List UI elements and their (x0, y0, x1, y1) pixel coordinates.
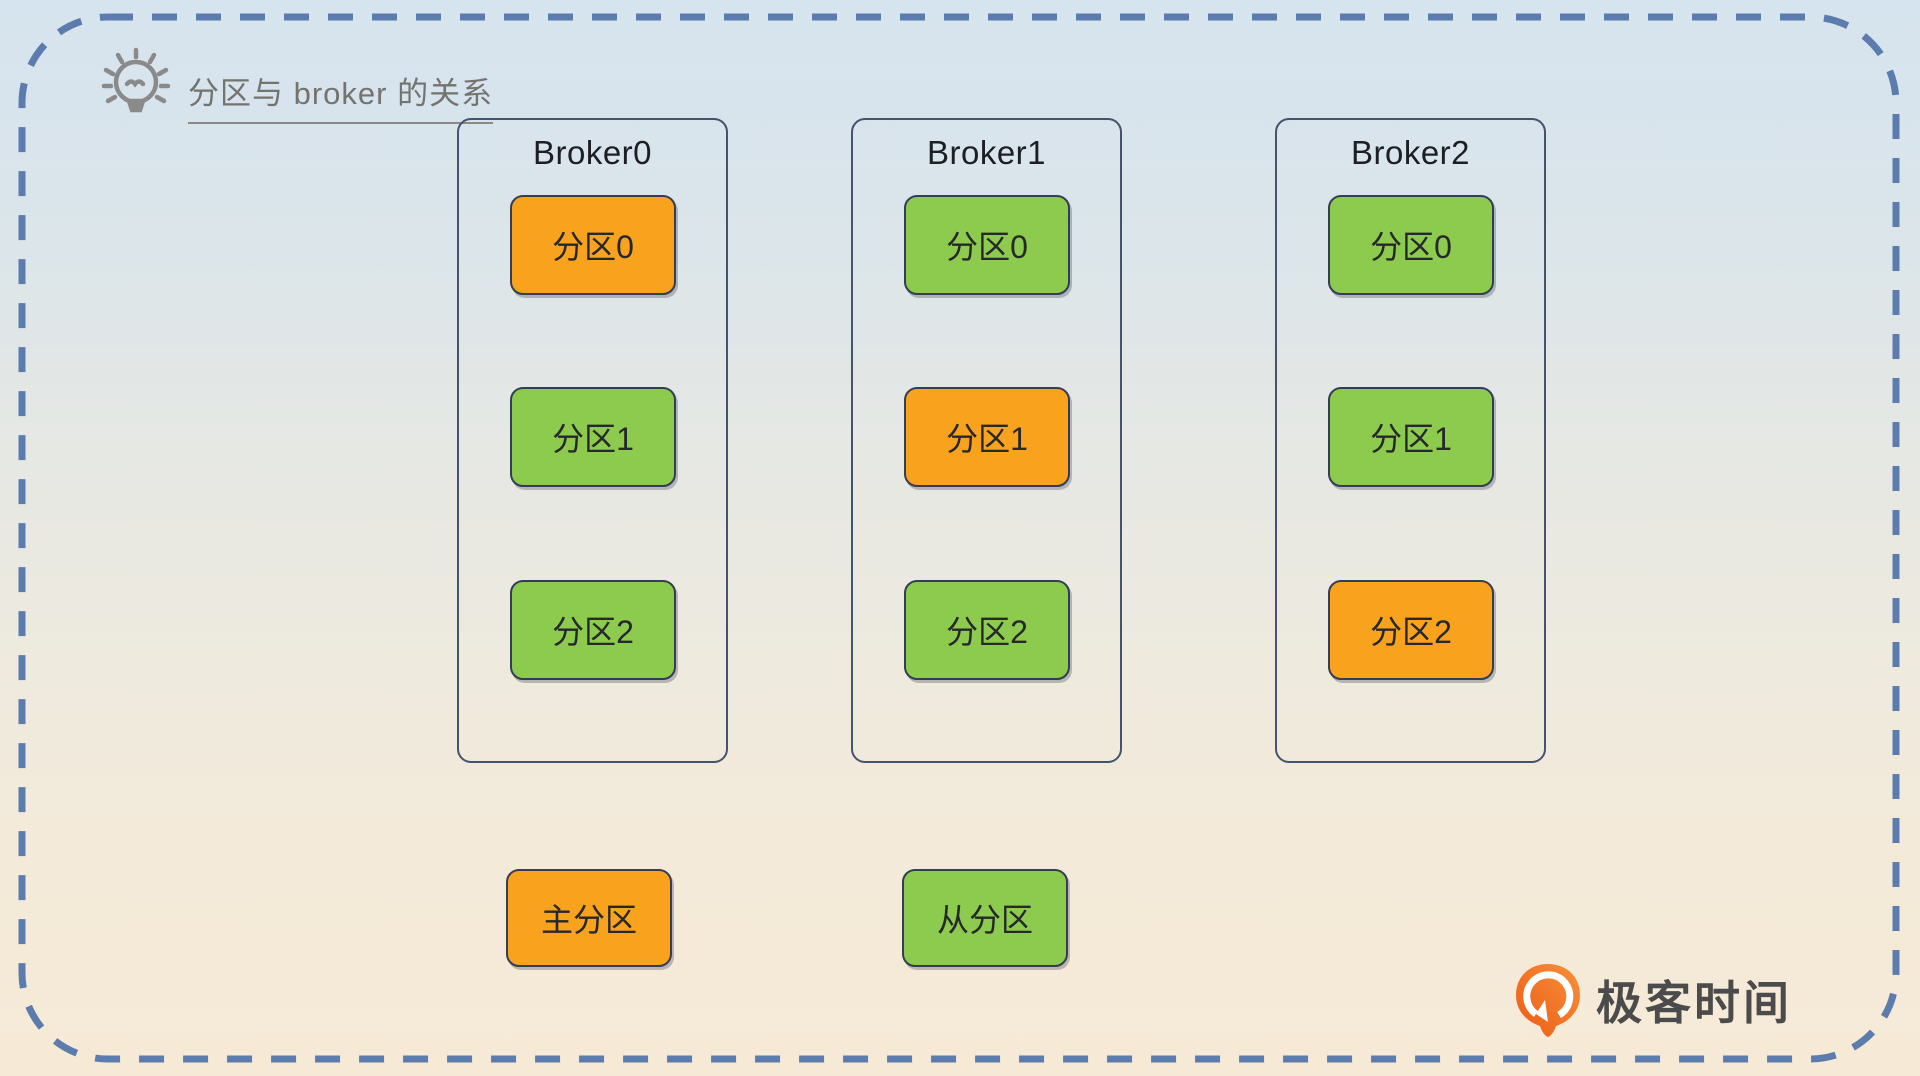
lightbulb-icon (101, 47, 171, 113)
legend-leader-partition: 主分区 (506, 869, 672, 967)
partition-box: 分区0 (1328, 195, 1494, 295)
broker-box-1: Broker1 分区0 分区1 分区2 (851, 118, 1122, 763)
page-title: 分区与 broker 的关系 (188, 68, 494, 124)
partition-box: 分区1 (510, 387, 676, 487)
broker-title: Broker1 (926, 134, 1047, 171)
broker-box-2: Broker2 分区0 分区1 分区2 (1275, 118, 1546, 763)
broker-title: Broker2 (1350, 134, 1471, 171)
partition-box: 分区1 (1328, 387, 1494, 487)
partition-box: 分区0 (904, 195, 1070, 295)
geektime-logo: 极客时间 (1512, 962, 1792, 1038)
geektime-logo-text: 极客时间 (1596, 977, 1792, 1029)
broker-title: Broker0 (532, 134, 653, 171)
heading: 分区与 broker 的关系 (98, 44, 494, 130)
partition-box: 分区2 (510, 580, 676, 680)
partition-box: 分区2 (904, 580, 1070, 680)
partition-box: 分区0 (510, 195, 676, 295)
legend-follower-partition: 从分区 (902, 869, 1068, 967)
broker-box-0: Broker0 分区0 分区1 分区2 (457, 118, 728, 763)
partition-box: 分区1 (904, 387, 1070, 487)
geektime-logo-icon (1516, 964, 1580, 1037)
partition-box: 分区2 (1328, 580, 1494, 680)
